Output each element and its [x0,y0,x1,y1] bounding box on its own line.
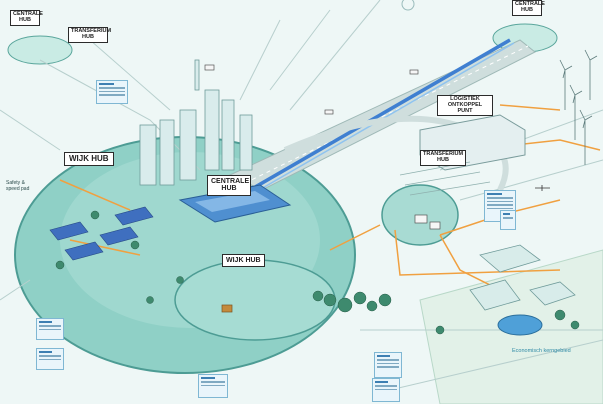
annotation-safety-speed-pad: Safety & speed pad [6,180,30,192]
label-centrale-hub-left: CENTRALE HUB [10,10,43,26]
centrale-hub-disc-left [7,35,73,65]
drone-icon [535,185,550,191]
trees [55,210,580,335]
parcel [221,304,233,313]
tower-cluster [139,59,253,186]
info-note [500,210,516,230]
label-centrale-hub-center: CENTRALE HUB [207,175,251,196]
info-note [372,378,400,402]
info-note [374,352,402,378]
highway-median [244,45,529,184]
economic-buildings [469,244,576,311]
info-note [198,374,228,398]
label-wijk-hub-bottom: WIJK HUB [222,254,265,268]
pond [497,314,543,336]
label-transferium-hub-right: TRANSFERIUM HUB [420,150,466,166]
label-transferium-hub-top: TRANSFERIUM HUB [68,27,111,43]
neighbourhood-disc [174,259,336,341]
annotation-economisch-kerngebied: Economisch kerngebied [512,348,571,354]
wind-turbines [559,49,598,165]
solar-roofs [49,206,154,261]
rail-line [249,38,511,192]
sun-icon [401,0,415,11]
central-hub-canopy-shine [195,191,270,212]
info-note [36,318,64,340]
label-logistiek-ontkoppelpunt: LOGISTIEK ONTKOPPEL PUNT [437,95,493,117]
info-note [36,348,64,370]
info-note [96,80,128,104]
label-centrale-hub-top-right: CENTRALE HUB [512,0,545,16]
vehicles [204,64,441,230]
label-wijk-hub-left: WIJK HUB [64,152,114,167]
